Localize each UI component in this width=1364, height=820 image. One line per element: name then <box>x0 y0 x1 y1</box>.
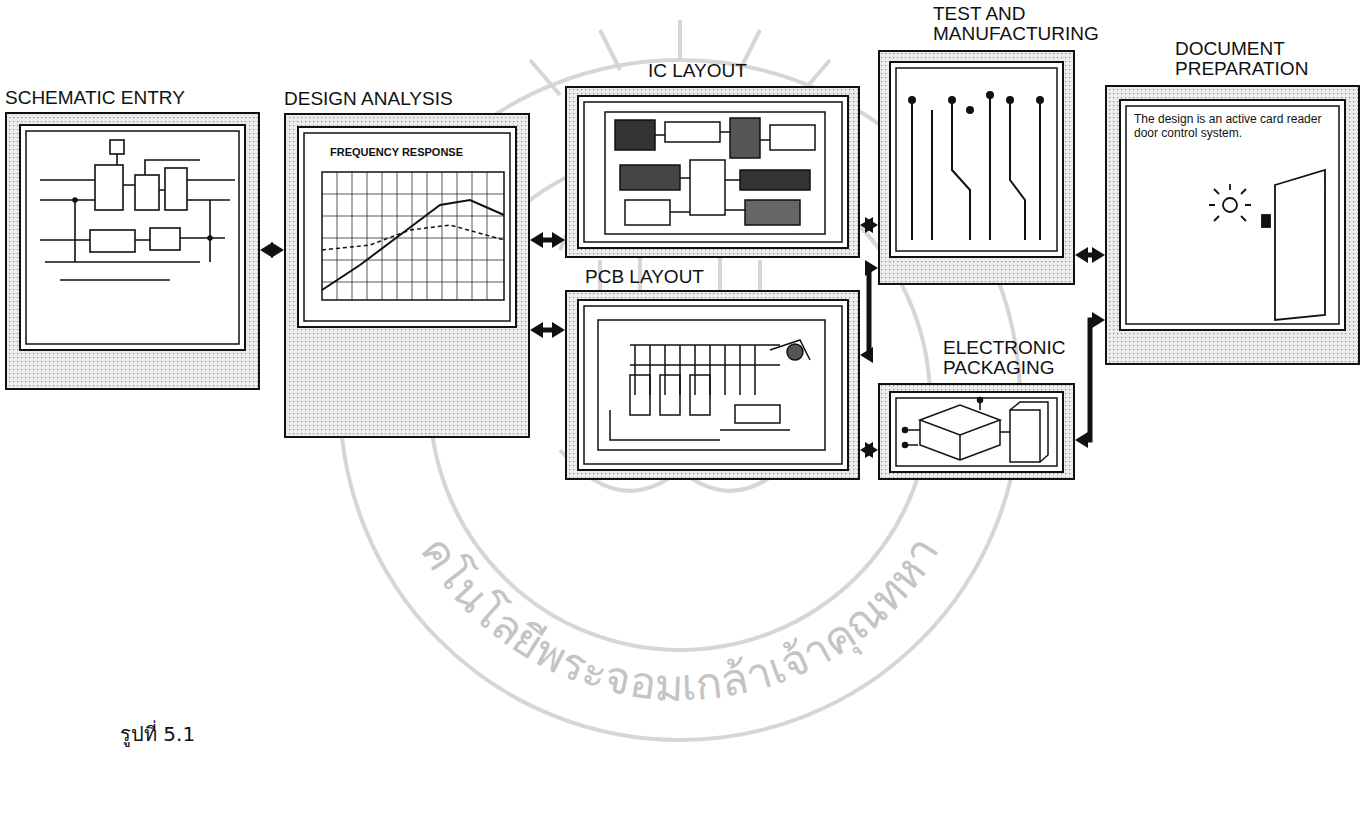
frequency-chart <box>322 172 504 300</box>
pcb-layout-drawing <box>598 320 825 450</box>
double-arrow <box>260 242 284 258</box>
arrow-head <box>860 347 873 363</box>
double-arrow <box>860 260 878 363</box>
stipple-frame <box>5 50 1360 480</box>
arrow-head <box>530 322 543 338</box>
arrow-line <box>868 268 870 355</box>
arrow-head <box>552 232 565 248</box>
document-text: The design is an active card reader door… <box>1134 112 1330 141</box>
arrow-head <box>260 242 273 258</box>
arrow-head <box>1092 247 1105 263</box>
stage-box: ELECTRONIC PACKAGING <box>878 383 1075 480</box>
watermark-text: คโนโลยีพระจอมเกล้าเจ้าคุณทหา <box>411 527 949 710</box>
stage-heading: DESIGN ANALYSIS <box>284 89 534 109</box>
chart-title: FREQUENCY RESPONSE <box>330 146 500 159</box>
door-drawing <box>1209 170 1325 320</box>
schematic-drawing <box>40 140 235 280</box>
stage-box: IC LAYOUT <box>565 86 860 258</box>
stage-heading: PCB LAYOUT <box>585 267 785 287</box>
stage-heading: ELECTRONIC PACKAGING <box>943 338 1081 378</box>
stage-box: TEST AND MANUFACTURING <box>878 50 1075 285</box>
stage-heading: DOCUMENT PREPARATION <box>1175 39 1345 79</box>
figure-caption: รูปที่ 5.1 <box>120 722 195 746</box>
stage-heading: TEST AND MANUFACTURING <box>933 4 1113 44</box>
arrow-head <box>865 260 878 276</box>
double-arrow <box>1075 312 1105 448</box>
arrow-head <box>530 232 543 248</box>
stage-heading: SCHEMATIC ENTRY <box>5 88 267 108</box>
double-arrow <box>530 232 565 248</box>
double-arrow <box>860 217 878 233</box>
arrow-head <box>552 322 565 338</box>
test-drawing <box>909 92 1043 240</box>
arrow-head <box>860 217 873 233</box>
double-arrow <box>530 322 565 338</box>
arrow-line <box>1083 320 1097 440</box>
packaging-drawing <box>903 398 1049 463</box>
arrow-head <box>1075 247 1088 263</box>
double-arrow <box>1075 247 1105 263</box>
double-arrow <box>860 442 878 458</box>
screen <box>20 62 1345 472</box>
stage-box: PCB LAYOUT <box>565 290 860 480</box>
stage-box: DESIGN ANALYSIS <box>284 113 530 438</box>
watermark-text: คโนโลยีพระจอมเกล้าเจ้าคุณทหา <box>411 527 949 710</box>
arrow-head <box>1075 432 1088 448</box>
stage-box: SCHEMATIC ENTRY <box>5 112 260 390</box>
arrow-head <box>860 442 873 458</box>
ic-layout-drawing <box>605 112 825 234</box>
stage-heading: IC LAYOUT <box>648 61 848 81</box>
arrow-head <box>1092 312 1105 328</box>
